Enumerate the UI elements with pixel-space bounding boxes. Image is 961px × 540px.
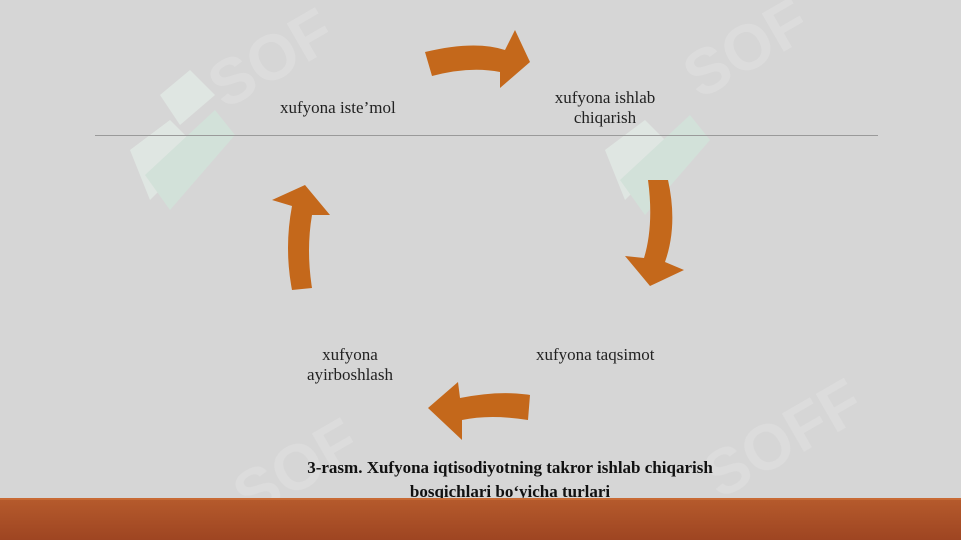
caption-line1: 3-rasm. Xufyona iqtisodiyotning takror i… (307, 458, 713, 477)
node-exchange-line1: xufyona (322, 345, 378, 364)
footer-bar (0, 498, 961, 540)
svg-text:SOF: SOF (671, 0, 821, 112)
node-production-line1: xufyona ishlab (554, 88, 656, 107)
node-consumption: xufyona iste’mol (280, 98, 396, 118)
figure-caption: 3-rasm. Xufyona iqtisodiyotning takror i… (230, 456, 790, 504)
horizontal-divider (95, 135, 878, 136)
arrow-bottom (428, 382, 530, 440)
node-exchange-line2: ayirboshlash (307, 365, 393, 384)
arrow-left (272, 185, 330, 290)
node-distribution-label: xufyona taqsimot (536, 345, 655, 364)
node-production-line2: chiqarish (573, 108, 637, 127)
node-distribution: xufyona taqsimot (536, 345, 655, 365)
node-consumption-label: xufyona iste’mol (280, 98, 396, 117)
arrow-right (625, 180, 684, 286)
caption-line2: bosqichlari bo‘yicha turlari (409, 482, 611, 501)
node-production: xufyona ishlab chiqarish (535, 88, 675, 128)
node-exchange: xufyona ayirboshlash (285, 345, 415, 385)
arrow-top (425, 30, 530, 88)
